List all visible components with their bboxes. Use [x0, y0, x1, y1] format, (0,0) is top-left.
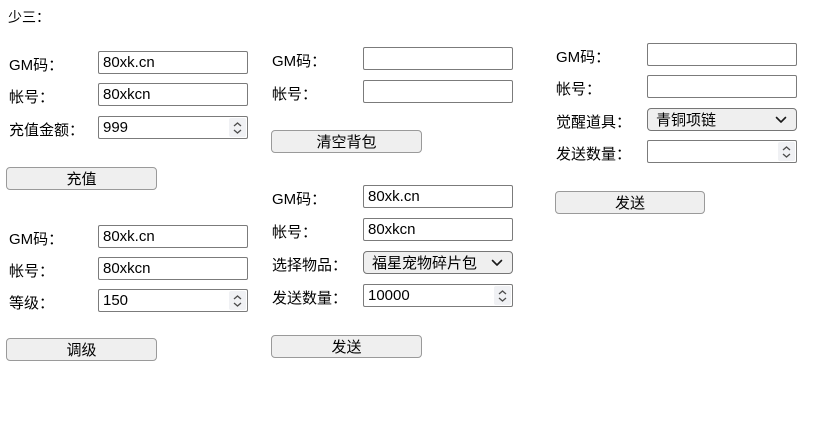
clear-bag-button[interactable]: 清空背包 [271, 130, 422, 153]
account-input[interactable] [98, 83, 248, 106]
account-input[interactable] [363, 80, 513, 103]
level-input[interactable] [98, 289, 248, 312]
spinner-down-icon [782, 153, 791, 158]
item-select[interactable]: 福星宠物碎片包 [363, 251, 513, 274]
recharge-amount-label: 充值金额： [9, 122, 85, 139]
gm-code-label: GM码： [272, 191, 327, 208]
page-title: 少三： [8, 9, 50, 25]
gm-code-input[interactable] [363, 47, 513, 70]
awaken-item-select-value: 青铜项链 [656, 112, 717, 129]
gm-code-label: GM码： [556, 49, 611, 66]
level-label: 等级： [9, 295, 55, 312]
awaken-item-select[interactable]: 青铜项链 [647, 108, 797, 131]
spinner-up-icon [233, 294, 242, 299]
spinner-up-icon [498, 289, 507, 294]
chevron-down-icon [491, 259, 503, 267]
spinner-down-icon [233, 129, 242, 134]
send-item-button[interactable]: 发送 [271, 335, 422, 358]
number-spinner[interactable] [229, 291, 246, 310]
send-qty-field [647, 140, 797, 163]
gm-code-label: GM码： [272, 53, 327, 70]
spinner-down-icon [498, 297, 507, 302]
send-qty-label: 发送数量： [556, 146, 632, 163]
number-spinner[interactable] [229, 118, 246, 137]
send-qty-field [363, 284, 513, 307]
number-spinner[interactable] [778, 142, 795, 161]
send-qty-input[interactable] [363, 284, 513, 307]
item-select-value: 福星宠物碎片包 [372, 255, 478, 272]
recharge-button[interactable]: 充值 [6, 167, 157, 190]
spinner-down-icon [233, 302, 242, 307]
account-label: 帐号： [272, 86, 318, 103]
recharge-amount-input[interactable] [98, 116, 248, 139]
recharge-amount-field [98, 116, 248, 139]
account-label: 帐号： [9, 263, 55, 280]
spinner-up-icon [782, 145, 791, 150]
account-label: 帐号： [556, 81, 602, 98]
account-input[interactable] [363, 218, 513, 241]
level-field [98, 289, 248, 312]
account-input[interactable] [647, 75, 797, 98]
account-label: 帐号： [272, 224, 318, 241]
gm-code-input[interactable] [98, 225, 248, 248]
number-spinner[interactable] [494, 286, 511, 305]
gm-code-input[interactable] [363, 185, 513, 208]
item-select-label: 选择物品： [272, 257, 348, 274]
send-qty-input[interactable] [647, 140, 797, 163]
gm-code-input[interactable] [647, 43, 797, 66]
account-label: 帐号： [9, 89, 55, 106]
send-awaken-button[interactable]: 发送 [555, 191, 705, 214]
account-input[interactable] [98, 257, 248, 280]
gm-code-input[interactable] [98, 51, 248, 74]
chevron-down-icon [775, 116, 787, 124]
spinner-up-icon [233, 121, 242, 126]
gm-code-label: GM码： [9, 231, 64, 248]
awaken-item-label: 觉醒道具： [556, 114, 632, 131]
send-qty-label: 发送数量： [272, 290, 348, 307]
gm-code-label: GM码： [9, 57, 64, 74]
adjust-level-button[interactable]: 调级 [6, 338, 157, 361]
